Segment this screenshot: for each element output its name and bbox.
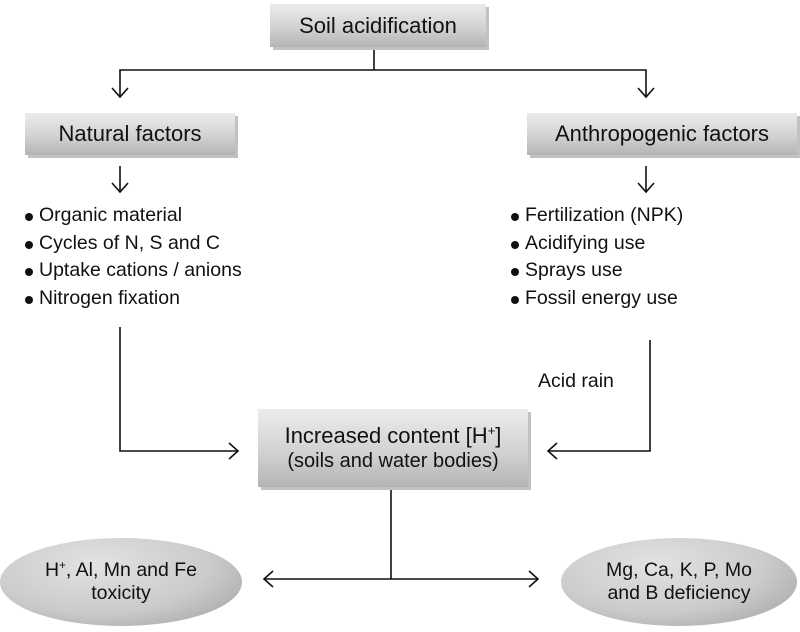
natural-factors-box: Natural factors bbox=[25, 113, 235, 155]
list-item: Organic material bbox=[24, 202, 242, 230]
list-item: Acidifying use bbox=[510, 230, 683, 258]
deficiency-line2: and B deficiency bbox=[607, 582, 751, 604]
soil-acidification-label: Soil acidification bbox=[299, 12, 457, 38]
toxicity-line1: H+, Al, Mn and Fe bbox=[44, 558, 198, 581]
connector-center-split bbox=[264, 487, 538, 580]
natural-factors-label: Natural factors bbox=[58, 121, 202, 146]
connector-title-split bbox=[119, 47, 647, 97]
deficiency-line1: Mg, Ca, K, P, Mo bbox=[606, 558, 752, 581]
arrowhead-natural-to-center bbox=[228, 442, 240, 460]
connector-anthropogenic-to-center bbox=[548, 340, 651, 452]
arrowhead-to-natural bbox=[111, 87, 129, 99]
deficiency-ellipse: Mg, Ca, K, P, Mo and B deficiency bbox=[561, 538, 797, 626]
arrowhead-to-toxicity bbox=[262, 570, 274, 588]
toxicity-ellipse: H+, Al, Mn and Fe toxicity bbox=[0, 538, 242, 626]
list-item: Sprays use bbox=[510, 257, 683, 285]
natural-factors-list: Organic material Cycles of N, S and C Up… bbox=[24, 202, 242, 312]
anthropogenic-factors-box: Anthropogenic factors bbox=[527, 113, 797, 155]
arrowhead-anthropogenic-list bbox=[637, 182, 655, 194]
increased-content-subtitle: (soils and water bodies) bbox=[287, 450, 499, 473]
acid-rain-label: Acid rain bbox=[538, 370, 614, 392]
toxicity-line2: toxicity bbox=[91, 582, 151, 604]
soil-acidification-box: Soil acidification bbox=[270, 4, 486, 47]
connector-natural-to-center bbox=[119, 327, 238, 452]
list-item: Fertilization (NPK) bbox=[510, 202, 683, 230]
arrowhead-to-anthropogenic bbox=[637, 87, 655, 99]
increased-content-title: Increased content [H+] bbox=[284, 422, 502, 448]
arrowhead-to-deficiency bbox=[528, 570, 540, 588]
list-item: Fossil energy use bbox=[510, 285, 683, 313]
arrowhead-anthropogenic-to-center bbox=[546, 442, 558, 460]
list-item: Uptake cations / anions bbox=[24, 257, 242, 285]
list-item: Nitrogen fixation bbox=[24, 285, 242, 313]
increased-content-box: Increased content [H+] (soils and water … bbox=[258, 409, 528, 487]
anthropogenic-factors-list: Fertilization (NPK) Acidifying use Spray… bbox=[510, 202, 683, 312]
arrowhead-natural-list bbox=[111, 182, 129, 194]
anthropogenic-factors-label: Anthropogenic factors bbox=[554, 121, 770, 146]
list-item: Cycles of N, S and C bbox=[24, 230, 242, 258]
